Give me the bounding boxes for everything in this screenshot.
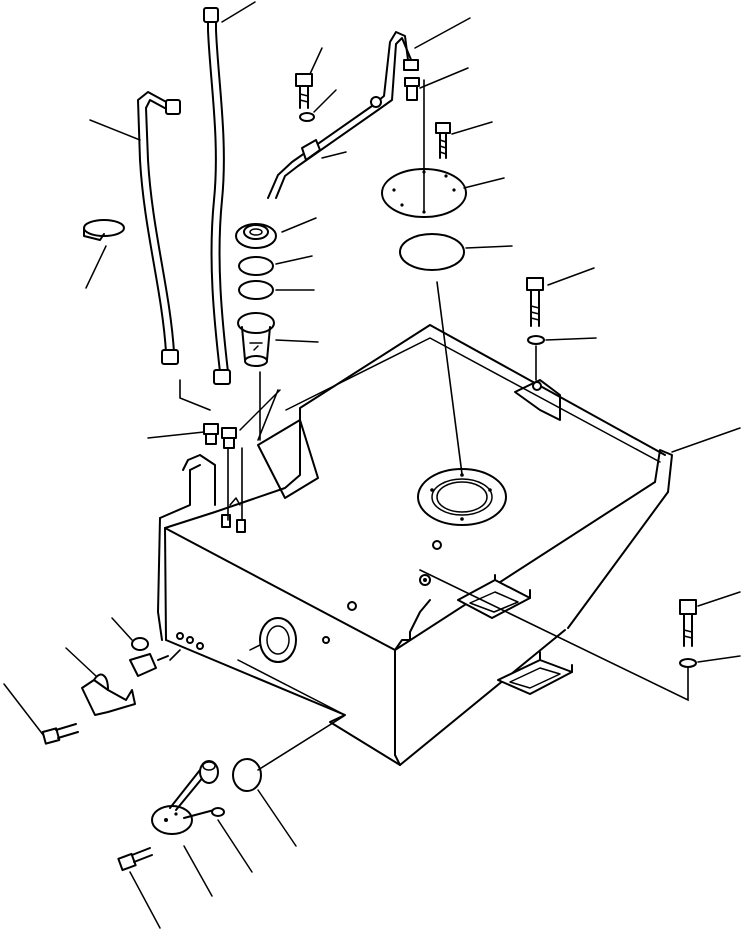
mounting-bolt-upper — [526, 277, 544, 327]
sender-opening — [259, 617, 297, 663]
callout-leaders — [3, 1, 741, 929]
cover-bolt — [435, 122, 451, 159]
drain-valve — [129, 637, 169, 677]
sender-bolt — [117, 847, 153, 872]
mounting-washer-lower — [679, 658, 697, 668]
fuel-gauge-sender — [151, 760, 225, 835]
filler-cap — [235, 223, 277, 249]
sender-gasket — [232, 758, 262, 792]
cover-bolt-top — [295, 73, 313, 109]
hose-connectors — [203, 423, 246, 533]
assembly-lines — [169, 79, 689, 771]
pipe-elbow-fitting — [404, 77, 420, 101]
bracket-bolt — [41, 723, 79, 745]
valve-bracket — [81, 673, 136, 716]
hose-clip — [83, 219, 125, 241]
cover-washer — [299, 112, 315, 122]
pipe-clamp — [301, 139, 321, 161]
filler-strainer — [237, 312, 275, 367]
mounting-washer-upper — [527, 335, 545, 345]
cover-gasket — [399, 233, 465, 271]
fuel-tank — [157, 324, 673, 766]
long-hose — [203, 7, 231, 385]
short-hose — [137, 91, 181, 365]
tank-steps — [457, 574, 573, 695]
mounting-bolt-lower — [679, 599, 697, 647]
filler-gasket-upper — [238, 256, 274, 276]
tank-opening-flange — [417, 468, 507, 526]
filler-gasket-lower — [238, 280, 274, 300]
breather-pipe — [267, 31, 419, 199]
